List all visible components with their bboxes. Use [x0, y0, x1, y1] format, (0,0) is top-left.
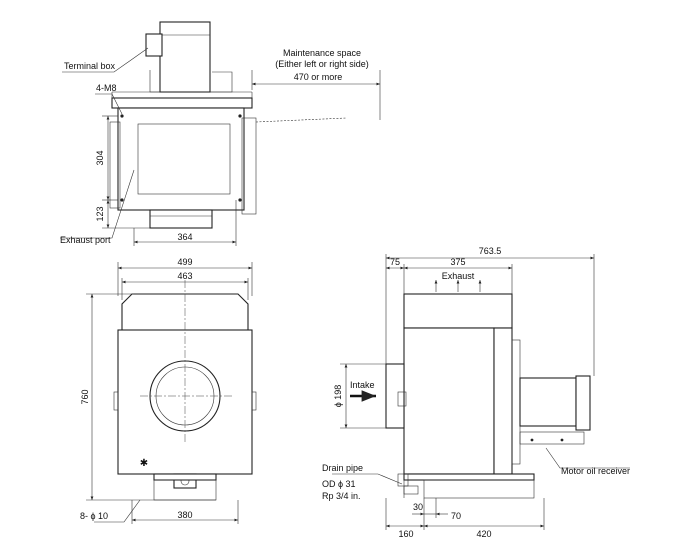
motor-oil-receiver-label: Motor oil receiver — [561, 466, 630, 476]
bolt — [120, 198, 124, 202]
intake-label: Intake — [350, 380, 375, 390]
intake-nozzle — [385, 363, 405, 429]
dim-70: 70 — [451, 511, 461, 521]
dim-304: 304 — [95, 150, 105, 165]
exhaust-port-label: Exhaust port — [60, 235, 111, 245]
dim-375: 375 — [450, 257, 465, 267]
top-motor — [159, 21, 211, 93]
holes-label: 8- ϕ 10 — [80, 511, 108, 521]
side-view: 763.5 75 375 Exhaust Intake ϕ 198 Drain … — [322, 246, 630, 539]
dim-380: 380 — [177, 510, 192, 520]
dim-420: 420 — [476, 529, 491, 539]
rp-label: Rp 3/4 in. — [322, 491, 361, 501]
side-motor — [519, 377, 577, 427]
top-plate — [111, 97, 253, 109]
dim-123: 123 — [95, 206, 105, 221]
exhaust-port — [149, 209, 213, 229]
od-label: OD ϕ 31 — [322, 479, 356, 489]
cross-symbol: ✱ — [140, 458, 148, 469]
maintenance-label-1: Maintenance space — [283, 48, 361, 58]
bolt — [238, 198, 242, 202]
dim-maintenance: 470 or more — [294, 72, 343, 82]
dim-760: 760 — [80, 389, 90, 404]
front-base — [153, 473, 217, 481]
dim-160: 160 — [398, 529, 413, 539]
terminal-box-label: Terminal box — [64, 61, 116, 71]
bolt — [238, 114, 242, 118]
exhaust-arrows — [434, 280, 482, 292]
exhaust-label: Exhaust — [442, 271, 475, 281]
dim-30: 30 — [413, 502, 423, 512]
dim-763: 763.5 — [479, 246, 502, 256]
top-inner-panel — [137, 123, 231, 195]
dim-499: 499 — [177, 257, 192, 267]
top-view: Terminal box 4-M8 Exhaust port Maintenan… — [60, 21, 381, 246]
side-body — [403, 327, 495, 475]
front-view: ✱ 499 463 760 380 8- ϕ 10 — [80, 257, 257, 524]
terminal-box — [145, 33, 163, 57]
maintenance-label-2: (Either left or right side) — [275, 59, 369, 69]
bolt — [120, 114, 124, 118]
side-top — [403, 293, 513, 329]
dim-198: ϕ 198 — [333, 385, 343, 408]
top-body — [117, 107, 245, 211]
dim-364: 364 — [177, 232, 192, 242]
dim-463: 463 — [177, 271, 192, 281]
dim-75: 75 — [390, 257, 400, 267]
side-base — [403, 473, 535, 481]
drain-pipe-label: Drain pipe — [322, 463, 363, 473]
bolts-label: 4-M8 — [96, 83, 117, 93]
